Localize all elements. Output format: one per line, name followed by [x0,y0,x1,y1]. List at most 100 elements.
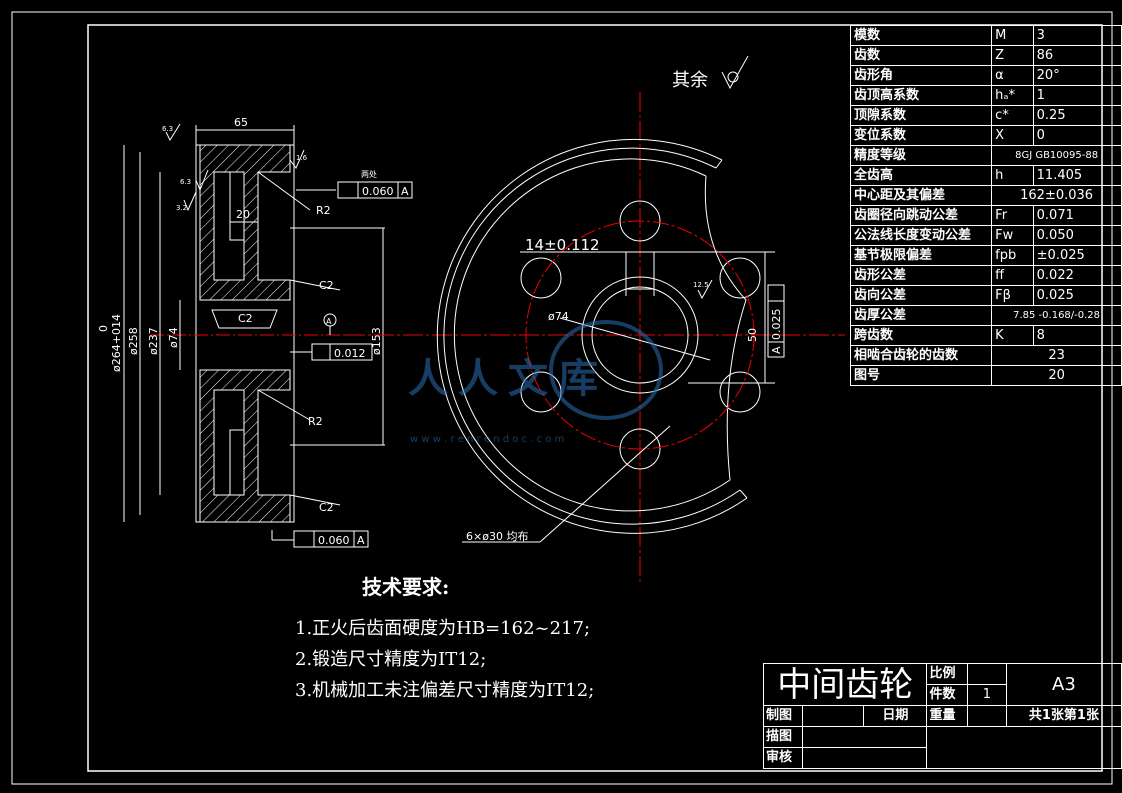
section-hatch [199,144,291,523]
parameter-name: 顶隙系数 [849,105,993,126]
bolt-circle [525,220,755,450]
parameter-value: 0.071 [1032,205,1122,226]
parameter-value: 0.022 [1032,265,1122,286]
parameter-value: 3 [1032,25,1122,46]
svg-text:6×ø30 均布: 6×ø30 均布 [466,530,528,543]
parameter-symbol: K [991,325,1034,346]
section-view [123,123,413,548]
cutaway-edge [704,159,748,499]
svg-text:w w w . r e n r e n d o c . c: w w w . r e n r e n d o c . c o m [410,434,564,445]
parameter-name: 基节极限偏差 [849,245,993,266]
svg-text:人人文库: 人人文库 [408,356,608,402]
surface-finish-note: 其余 [672,55,749,91]
parameter-value: 8 [1032,325,1122,346]
sheet-size: A3 [1005,663,1122,706]
parameter-value: 20 [991,365,1122,386]
parameter-symbol: Fw [991,225,1034,246]
svg-text:ø264+014: ø264+014 [110,314,123,372]
bore [591,286,689,384]
parameter-name: 齿顶高系数 [849,85,993,106]
parameter-symbol: c* [991,105,1034,126]
parameter-name: 相啮合齿轮的齿数 [849,345,993,366]
parameter-value: 1 [1032,85,1122,106]
requirement-item: 1.正火后齿面硬度为HB=162~217; [295,618,591,639]
parameter-name: 齿圈径向跳动公差 [849,205,993,226]
svg-text:两处: 两处 [361,169,377,179]
parameter-symbol: ff [991,265,1034,286]
parameter-name: 齿形公差 [849,265,993,286]
svg-text:C2: C2 [319,501,334,514]
svg-text:0.060: 0.060 [318,534,350,547]
parameter-symbol: hₐ* [991,85,1034,106]
part-name: 中间齿轮 [762,663,928,706]
svg-text:0: 0 [97,325,110,332]
watermark: 人人文库 w w w . r e n r e n d o c . c o m [408,320,663,445]
scale-value [967,663,1007,685]
parameter-name: 模数 [849,25,993,46]
svg-text:A: A [326,317,332,326]
weight-label: 重量 [926,705,969,727]
svg-text:12.5: 12.5 [693,281,709,289]
parameter-value: 20° [1032,65,1122,86]
svg-text:R2: R2 [308,415,323,428]
parameter-value: 162±0.036 [991,185,1122,206]
parameter-value: 0.025 [1032,285,1122,306]
parameter-value: 11.405 [1032,165,1122,186]
svg-text:50: 50 [746,328,759,342]
parameter-name: 齿形角 [849,65,993,86]
parameter-symbol: fpb [991,245,1034,266]
count-value: 1 [967,684,1007,706]
svg-text:其余: 其余 [672,70,708,91]
svg-text:0.025: 0.025 [770,309,783,341]
svg-text:ø153: ø153 [370,327,383,355]
svg-text:ø74: ø74 [167,327,180,348]
svg-text:C2: C2 [319,279,334,292]
svg-text:A: A [770,346,783,354]
svg-text:C2: C2 [238,312,253,325]
inner-border [87,24,1103,772]
parameter-name: 精度等级 [849,145,993,166]
drawn-label: 制图 [763,705,803,727]
svg-text:6.3: 6.3 [162,125,173,133]
parameter-value: 0 [1032,125,1122,146]
svg-text:R2: R2 [316,204,331,217]
outer-rim-arc [436,138,748,534]
date-label: 日期 [863,705,928,727]
title-block: 中间齿轮 比例 A3 件数 1 制图 日期 重量 共1张第1张 描图 审核 [762,663,1122,769]
checked-label: 审核 [763,747,803,769]
requirement-item: 3.机械加工未注偏差尺寸精度为IT12; [295,680,595,701]
svg-text:ø258: ø258 [127,327,140,355]
parameter-name: 全齿高 [849,165,993,186]
outer-border [11,11,1113,785]
svg-text:6.3: 6.3 [180,178,191,186]
front-view [345,92,845,582]
parameter-name: 齿厚公差 [849,305,993,326]
parameter-value: 7.85 -0.168/-0.28 [991,305,1122,326]
svg-text:3.2: 3.2 [176,204,187,212]
parameter-symbol: X [991,125,1034,146]
parameter-name: 变位系数 [849,125,993,146]
parameter-symbol: Z [991,45,1034,66]
parameter-symbol: α [991,65,1034,86]
svg-text:65: 65 [234,116,248,129]
parameter-symbol: Fβ [991,285,1034,306]
svg-text:1.6: 1.6 [296,154,308,162]
lightening-holes [520,200,761,470]
parameter-name: 齿向公差 [849,285,993,306]
svg-text:14±0.112: 14±0.112 [525,236,600,254]
